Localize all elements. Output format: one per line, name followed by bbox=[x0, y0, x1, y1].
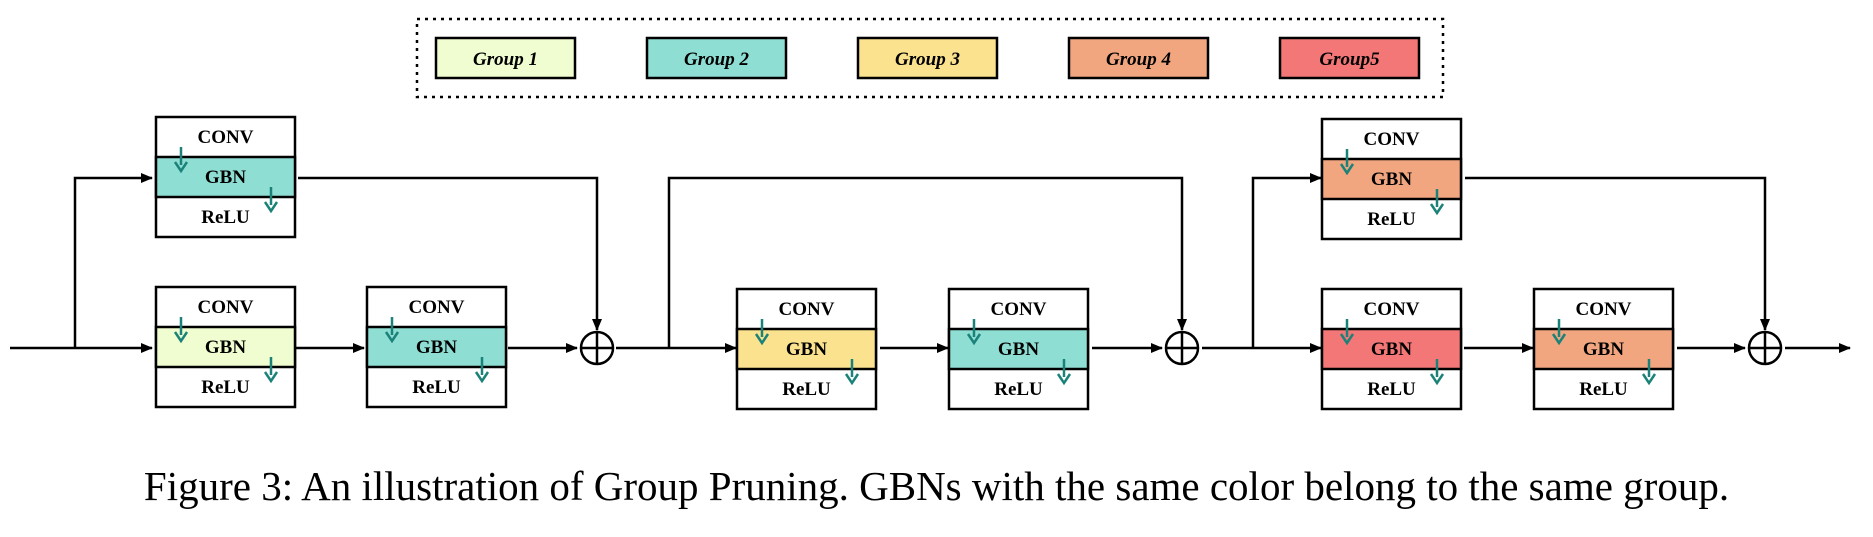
connections bbox=[10, 173, 1851, 353]
shortcut-1-out bbox=[298, 176, 602, 331]
prune-arrow-icon bbox=[173, 317, 189, 344]
prune-arrow-icon bbox=[263, 357, 279, 384]
relu-label: ReLU bbox=[412, 377, 461, 398]
prune-arrow-icon bbox=[966, 319, 982, 346]
conv-label: CONV bbox=[1576, 299, 1632, 320]
blocks: CONV GBN ReLU CONV GBN ReLU CONV GBN ReLU CONV GBN… bbox=[154, 115, 1675, 411]
sum-nodes bbox=[579, 330, 1783, 366]
gbn-label: GBN bbox=[416, 337, 457, 358]
prune-arrow-icon bbox=[754, 319, 770, 346]
prune-arrow-icon bbox=[1641, 359, 1657, 386]
conv-label: CONV bbox=[198, 127, 254, 148]
conv-label: CONV bbox=[1364, 299, 1420, 320]
gbn-label: GBN bbox=[1583, 339, 1624, 360]
conv-gbn-relu-block-5: CONV GBN ReLU bbox=[947, 287, 1090, 411]
shortcut-3-out bbox=[1465, 176, 1770, 331]
prune-arrow-icon bbox=[173, 147, 189, 174]
conv-gbn-relu-block-6: CONV GBN ReLU bbox=[1320, 117, 1463, 241]
legend-swatch bbox=[645, 36, 788, 80]
conv-label: CONV bbox=[991, 299, 1047, 320]
legend-item-group-1: Group 1 bbox=[434, 36, 577, 80]
gbn-label: GBN bbox=[1371, 169, 1412, 190]
gbn-row bbox=[1320, 327, 1463, 371]
gbn-label: GBN bbox=[205, 167, 246, 188]
prune-arrow-icon bbox=[1056, 359, 1072, 386]
conv-gbn-relu-block-2: CONV GBN ReLU bbox=[154, 285, 297, 409]
sum-node bbox=[1164, 330, 1200, 366]
legend-swatch bbox=[434, 36, 577, 80]
legend-label: Group 2 bbox=[684, 49, 749, 70]
prune-arrow-icon bbox=[474, 357, 490, 384]
legend-swatch bbox=[1067, 36, 1210, 80]
shortcut-3-in bbox=[1251, 173, 1322, 348]
conv-gbn-relu-block-1: CONV GBN ReLU bbox=[154, 115, 297, 239]
conv-gbn-relu-block-3: CONV GBN ReLU bbox=[365, 285, 508, 409]
conv-gbn-relu-block-4: CONV GBN ReLU bbox=[735, 287, 878, 411]
legend-label: Group 1 bbox=[473, 49, 538, 70]
legend-item-group-2: Group 2 bbox=[645, 36, 788, 80]
prune-arrow-icon bbox=[1339, 319, 1355, 346]
gbn-label: GBN bbox=[205, 337, 246, 358]
prune-arrow-icon bbox=[844, 359, 860, 386]
prune-arrow-icon bbox=[263, 187, 279, 214]
gbn-label: GBN bbox=[1371, 339, 1412, 360]
prune-arrow-icon bbox=[1551, 319, 1567, 346]
conv-gbn-relu-block-7: CONV GBN ReLU bbox=[1320, 287, 1463, 411]
legend-label: Group 4 bbox=[1106, 49, 1171, 70]
prune-arrow-icon bbox=[1339, 149, 1355, 176]
gbn-label: GBN bbox=[998, 339, 1039, 360]
legend-swatch bbox=[1278, 36, 1421, 80]
relu-label: ReLU bbox=[1579, 379, 1628, 400]
sum-node bbox=[1747, 330, 1783, 366]
legend-label: Group 3 bbox=[895, 49, 960, 70]
shortcut-2 bbox=[667, 176, 1187, 348]
prune-arrow-icon bbox=[1429, 189, 1445, 216]
legend: Group 1 Group 2 Group 3 Group 4 Group5 bbox=[415, 17, 1445, 99]
legend-item-group-3: Group 3 bbox=[856, 36, 999, 80]
legend-item-group-5: Group5 bbox=[1278, 36, 1421, 80]
conv-label: CONV bbox=[1364, 129, 1420, 150]
relu-label: ReLU bbox=[782, 379, 831, 400]
relu-label: ReLU bbox=[201, 377, 250, 398]
gbn-label: GBN bbox=[786, 339, 827, 360]
shortcut-1-in bbox=[73, 173, 153, 348]
legend-label: Group5 bbox=[1319, 49, 1380, 70]
gbn-row bbox=[154, 155, 297, 199]
conv-label: CONV bbox=[409, 297, 465, 318]
prune-arrow-icon bbox=[1429, 359, 1445, 386]
relu-label: ReLU bbox=[201, 207, 250, 228]
conv-label: CONV bbox=[779, 299, 835, 320]
figure-caption: Figure 3: An illustration of Group Pruni… bbox=[143, 463, 1730, 509]
prune-arrow-icon bbox=[384, 317, 400, 344]
legend-swatch bbox=[856, 36, 999, 80]
relu-label: ReLU bbox=[1367, 209, 1416, 230]
legend-item-group-4: Group 4 bbox=[1067, 36, 1210, 80]
sum-node bbox=[579, 330, 615, 366]
conv-label: CONV bbox=[198, 297, 254, 318]
conv-gbn-relu-block-8: CONV GBN ReLU bbox=[1532, 287, 1675, 411]
relu-label: ReLU bbox=[994, 379, 1043, 400]
legend-border bbox=[415, 17, 1445, 99]
relu-label: ReLU bbox=[1367, 379, 1416, 400]
